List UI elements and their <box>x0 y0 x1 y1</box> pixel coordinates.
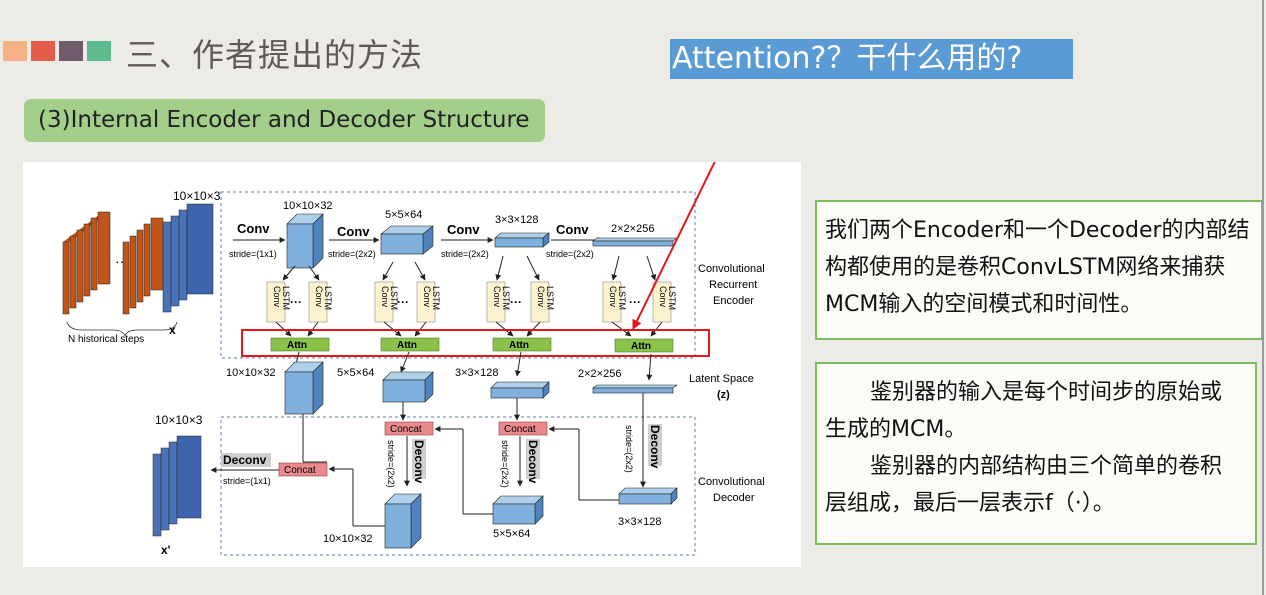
deconv-stride-v-3: stride=(2x2) <box>624 425 634 473</box>
lstm-conv-4b: Conv <box>658 286 668 308</box>
concat-label-1: Concat <box>284 465 316 476</box>
lstm-lstm-4b: LSTM <box>667 286 677 310</box>
lstm-dots-2: ··· <box>397 295 409 309</box>
lstm-lstm-3b: LSTM <box>545 286 555 310</box>
deco-square-4 <box>87 41 111 61</box>
stride-4: stride=(2x2) <box>546 249 594 259</box>
input-dim: 10×10×3 <box>173 189 221 203</box>
lstm-dots-1: ··· <box>290 295 302 309</box>
deconv-stride-v-2: stride=(2x2) <box>500 440 510 488</box>
encoder-label-2: Recurrent <box>709 279 757 291</box>
lstm-lstm-4a: LSTM <box>617 286 627 310</box>
latent-label-1: Latent Space <box>689 373 754 385</box>
encoder-label-1: Convolutional <box>698 263 765 275</box>
lstm-lstm-2a: LSTM <box>389 286 399 310</box>
convlstm-group-4: Conv LSTM ··· Conv LSTM <box>602 281 677 323</box>
latent-dim-3: 3×3×128 <box>455 367 498 379</box>
architecture-diagram: ··· 10×10×3 N historical steps x Conv st… <box>62 97 765 557</box>
box2-para-3: 鉴别器的内部结构由三个简单的卷积 <box>870 454 1223 479</box>
history-stack-1 <box>62 211 111 315</box>
lstm-conv-4a: Conv <box>608 286 618 308</box>
lstm-conv-1b: Conv <box>314 286 324 308</box>
input-x-stack <box>162 203 214 313</box>
output-xprime-stack <box>152 435 202 537</box>
explanation-box-2: 鉴别器的输入是每个时间步的原始或 生成的MCM。 鉴别器的内部结构由三个简单的卷… <box>815 362 1257 545</box>
conv-label-4: Conv <box>556 222 589 237</box>
convlstm-group-3: Conv LSTM ··· Conv LSTM <box>486 281 555 323</box>
concat-label-2: Concat <box>390 424 422 435</box>
latent-dim-4: 2×2×256 <box>578 368 621 380</box>
deco-square-3 <box>59 41 83 61</box>
lstm-conv-3a: Conv <box>492 286 502 308</box>
enc-dim-4: 2×2×256 <box>611 223 654 235</box>
dec-dim-3: 3×3×128 <box>618 516 661 528</box>
lstm-conv-3b: Conv <box>536 286 546 308</box>
deconv-v-1: Deconv <box>412 440 426 484</box>
convlstm-group-2: Conv LSTM ··· Conv LSTM <box>374 281 441 323</box>
enc-dim-3: 3×3×128 <box>495 214 538 226</box>
decoder-label-2: Decoder <box>713 492 755 504</box>
convlstm-group-1: Conv LSTM ··· Conv LSTM <box>266 281 333 323</box>
stride-2: stride=(2x2) <box>328 249 376 259</box>
dec-dim-1: 10×10×32 <box>323 533 373 545</box>
concat-label-3: Concat <box>504 424 536 435</box>
attention-note: Attention?？干什么用的? <box>670 39 1073 79</box>
attn-label-3: Attn <box>509 340 529 351</box>
explanation-box-1: 我们两个Encoder和一个Decoder的内部结构都使用的是卷积ConvLST… <box>815 200 1263 340</box>
encoder-label-3: Encoder <box>713 295 754 307</box>
deconv-v-3: Deconv <box>648 425 662 469</box>
deco-square-2 <box>31 41 55 61</box>
decoder-label-1: Convolutional <box>698 476 765 488</box>
deconv-stride-v-1: stride=(2x2) <box>386 440 396 488</box>
box2-para-2: 生成的MCM。 <box>825 417 967 442</box>
output-dim: 10×10×3 <box>155 413 203 427</box>
deconv-v-2: Deconv <box>526 440 540 484</box>
attn-highlight-box <box>241 329 710 357</box>
lstm-dots-3: ··· <box>510 295 522 309</box>
x-label: x <box>169 323 176 337</box>
attn-label-2: Attn <box>397 340 417 351</box>
lstm-conv-2b: Conv <box>422 286 432 308</box>
attn-label-1: Attn <box>287 340 307 351</box>
lstm-dots-4: ··· <box>629 295 641 309</box>
box2-para-1: 鉴别器的输入是每个时间步的原始或 <box>870 380 1223 405</box>
history-label: N historical steps <box>68 334 144 345</box>
latent-dim-2: 5×5×64 <box>337 367 374 379</box>
latent-label-2: (z) <box>717 389 730 401</box>
conv-label-1: Conv <box>237 221 270 236</box>
enc-dim-1: 10×10×32 <box>283 200 333 212</box>
latent-dim-1: 10×10×32 <box>226 367 276 379</box>
slide-title: 三、作者提出的方法 <box>126 36 424 74</box>
stride-3: stride=(2x2) <box>441 249 489 259</box>
lstm-lstm-2b: LSTM <box>431 286 441 310</box>
history-stack-2 <box>122 217 164 315</box>
stride-1: stride=(1x1) <box>229 249 277 259</box>
conv-label-2: Conv <box>337 224 370 239</box>
slide-edge-line <box>1262 0 1264 595</box>
section-subtitle: (3)Internal Encoder and Decoder Structur… <box>24 99 545 142</box>
conv-label-3: Conv <box>447 222 480 237</box>
deconv-h: Deconv <box>223 453 267 467</box>
lstm-lstm-1a: LSTM <box>281 286 291 310</box>
attn-label-4: Attn <box>631 341 651 352</box>
enc-dim-2: 5×5×64 <box>385 209 422 221</box>
lstm-lstm-1b: LSTM <box>323 286 333 310</box>
xprime-label: x' <box>161 543 171 557</box>
lstm-conv-1a: Conv <box>272 286 282 308</box>
dec-dim-2: 5×5×64 <box>493 528 530 540</box>
deco-square-1 <box>3 41 27 61</box>
box2-para-4: 层组成，最后一层表示f（·）。 <box>825 491 1115 516</box>
deconv-stride-h: stride=(1x1) <box>223 476 271 486</box>
lstm-lstm-3a: LSTM <box>501 286 511 310</box>
lstm-conv-2a: Conv <box>380 286 390 308</box>
architecture-figure: ··· 10×10×3 N historical steps x Conv st… <box>23 97 801 567</box>
